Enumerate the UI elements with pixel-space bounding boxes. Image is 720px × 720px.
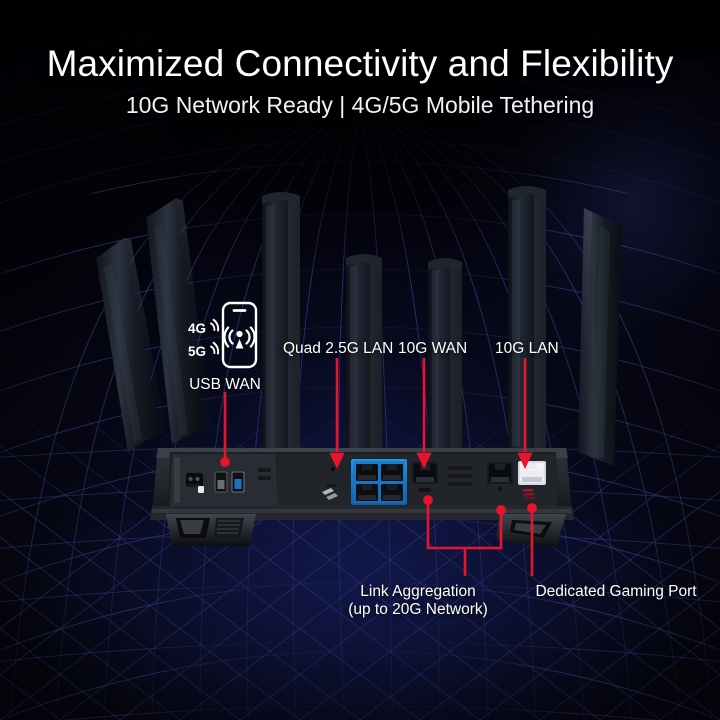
label-usb-wan: USB WAN bbox=[189, 376, 261, 393]
header-block: Maximized Connectivity and Flexibility 1… bbox=[0, 44, 720, 119]
label-5g: 5G bbox=[188, 344, 206, 359]
label-10g-wan: 10G WAN bbox=[398, 340, 468, 357]
antenna-group bbox=[96, 186, 622, 466]
quad-2.5g-lan-group bbox=[351, 459, 407, 505]
mobile-tethering-icon: 4G 5G bbox=[188, 301, 258, 369]
lan-port-3 bbox=[356, 484, 378, 501]
lan-port-2 bbox=[381, 464, 403, 481]
lan-port-1 bbox=[356, 464, 378, 481]
label-4g: 4G bbox=[188, 321, 206, 336]
reset-button[interactable] bbox=[330, 466, 336, 472]
label-10g-lan: 10G LAN bbox=[495, 340, 559, 357]
usb-3-port bbox=[231, 471, 245, 493]
antenna-right-outer bbox=[578, 208, 622, 466]
headline-text: Maximized Connectivity and Flexibility bbox=[46, 43, 674, 84]
power-button[interactable] bbox=[198, 486, 204, 493]
subheadline-text: 10G Network Ready | 4G/5G Mobile Tetheri… bbox=[125, 92, 595, 119]
router-foot-right bbox=[496, 514, 566, 548]
router-foot-left bbox=[166, 514, 256, 546]
power-connector-port bbox=[186, 473, 203, 487]
usb-2-port bbox=[214, 471, 228, 493]
label-link-aggregation: Link Aggregation (up to 20G Network) bbox=[348, 583, 488, 619]
label-dedicated-gaming-port: Dedicated Gaming Port bbox=[535, 583, 697, 600]
antenna-center-left bbox=[262, 192, 300, 452]
antenna-right-inner bbox=[508, 186, 546, 450]
link-aggregation-line1: Link Aggregation bbox=[360, 583, 476, 600]
gaming-port bbox=[518, 461, 546, 485]
router-body bbox=[150, 448, 574, 548]
link-aggregation-line2: (up to 20G Network) bbox=[348, 601, 488, 618]
label-quad-2.5g-lan: Quad 2.5G LAN bbox=[283, 340, 394, 357]
lan-port-4 bbox=[381, 484, 403, 501]
